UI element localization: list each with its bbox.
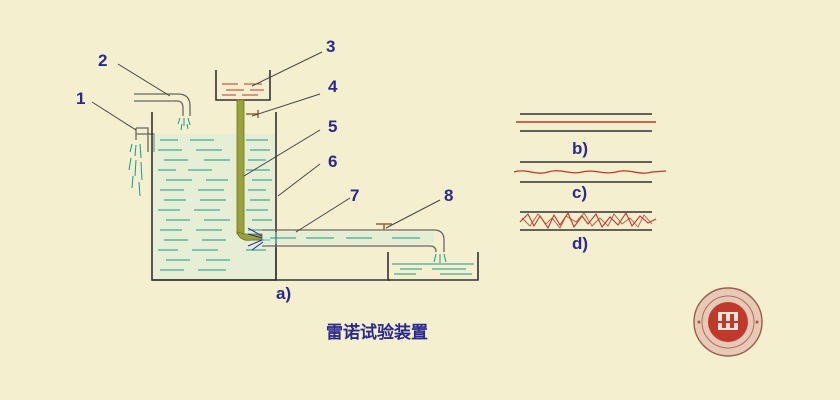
inflow-pipe xyxy=(134,93,191,131)
control-valve xyxy=(376,223,392,230)
leader-lines xyxy=(91,51,441,233)
label-6: 6 xyxy=(328,152,337,171)
dye-valve xyxy=(246,110,259,118)
collection-basin xyxy=(387,252,479,281)
turbulent-flow-panel: d) xyxy=(519,211,657,253)
university-seal-logo xyxy=(693,287,763,357)
figure-caption: 雷诺试验装置 xyxy=(326,322,428,343)
inflow-spray xyxy=(177,117,191,131)
base-stand xyxy=(152,248,390,281)
label-4: 4 xyxy=(328,77,338,96)
outflow-spray xyxy=(433,253,447,263)
overflow-pipe xyxy=(128,127,155,197)
dye-tube xyxy=(236,99,264,251)
dye-reservoir xyxy=(215,70,271,101)
water-tank xyxy=(151,112,277,281)
label-3: 3 xyxy=(326,37,335,56)
label-b: b) xyxy=(572,139,588,158)
transitional-flow-panel: c) xyxy=(513,161,667,202)
label-a: a) xyxy=(276,284,291,303)
overflow-spray xyxy=(128,143,143,197)
label-d: d) xyxy=(572,234,588,253)
label-1: 1 xyxy=(76,89,85,108)
label-5: 5 xyxy=(328,117,337,136)
laminar-flow-panel: b) xyxy=(516,113,656,158)
label-8: 8 xyxy=(444,186,453,205)
label-7: 7 xyxy=(350,186,359,205)
label-c: c) xyxy=(572,183,587,202)
glass-test-tube xyxy=(262,229,447,263)
number-labels: 1 2 3 4 5 6 7 8 xyxy=(76,37,453,205)
tank-water-lines xyxy=(158,139,272,271)
label-2: 2 xyxy=(98,51,107,70)
dye-injection-arrows xyxy=(247,227,264,251)
